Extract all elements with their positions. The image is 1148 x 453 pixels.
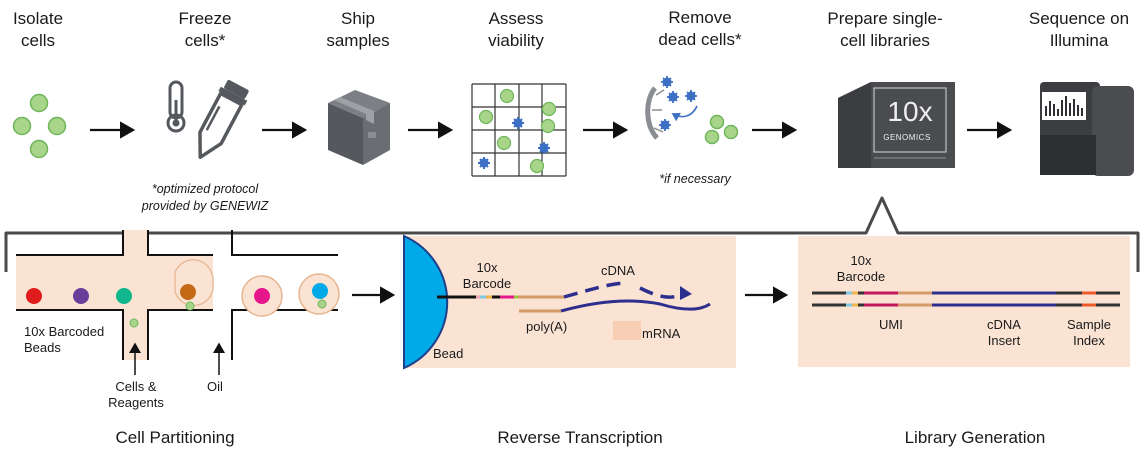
oil-label: Oil — [207, 379, 223, 394]
step-prepare-label: Prepare single-cell libraries — [827, 9, 943, 50]
umi-label: UMI — [879, 317, 903, 332]
library-construct — [812, 291, 1120, 307]
viability-grid-icon — [471, 83, 567, 177]
bead-label: Bead — [433, 346, 464, 361]
gems-droplets — [241, 273, 340, 317]
cells-reagents-label: Cells &Reagents — [108, 379, 164, 410]
rt-panel — [404, 236, 736, 368]
caption-reverse-transcription: Reverse Transcription — [497, 428, 663, 447]
dead-cell-removal-icon — [645, 76, 739, 145]
input-pointer-arrows — [129, 342, 225, 375]
remove-note: *if necessary — [659, 172, 731, 186]
shipping-box-icon — [328, 90, 390, 165]
mrna-label: mRNA — [642, 326, 681, 341]
rt-oligo — [437, 281, 711, 340]
chromium-instrument-icon: 10x GENOMICS — [838, 82, 955, 168]
cdna-label: cDNA — [601, 263, 635, 278]
barcoded-beads — [26, 284, 196, 328]
isolated-cells-icon — [12, 93, 67, 159]
workflow-bracket — [4, 196, 1140, 272]
sequencer-icon — [1040, 82, 1134, 176]
tenx-logo: 10x — [887, 96, 932, 127]
cryo-tube-icon — [198, 79, 249, 160]
caption-library-generation: Library Generation — [904, 428, 1046, 447]
thermometer-icon — [166, 80, 186, 133]
library-panel — [798, 236, 1130, 367]
polya-label: poly(A) — [526, 319, 568, 334]
caption-cell-partitioning: Cell Partitioning — [115, 428, 235, 447]
genomics-brand: GENOMICS — [883, 133, 931, 142]
gel-bead — [403, 234, 449, 370]
